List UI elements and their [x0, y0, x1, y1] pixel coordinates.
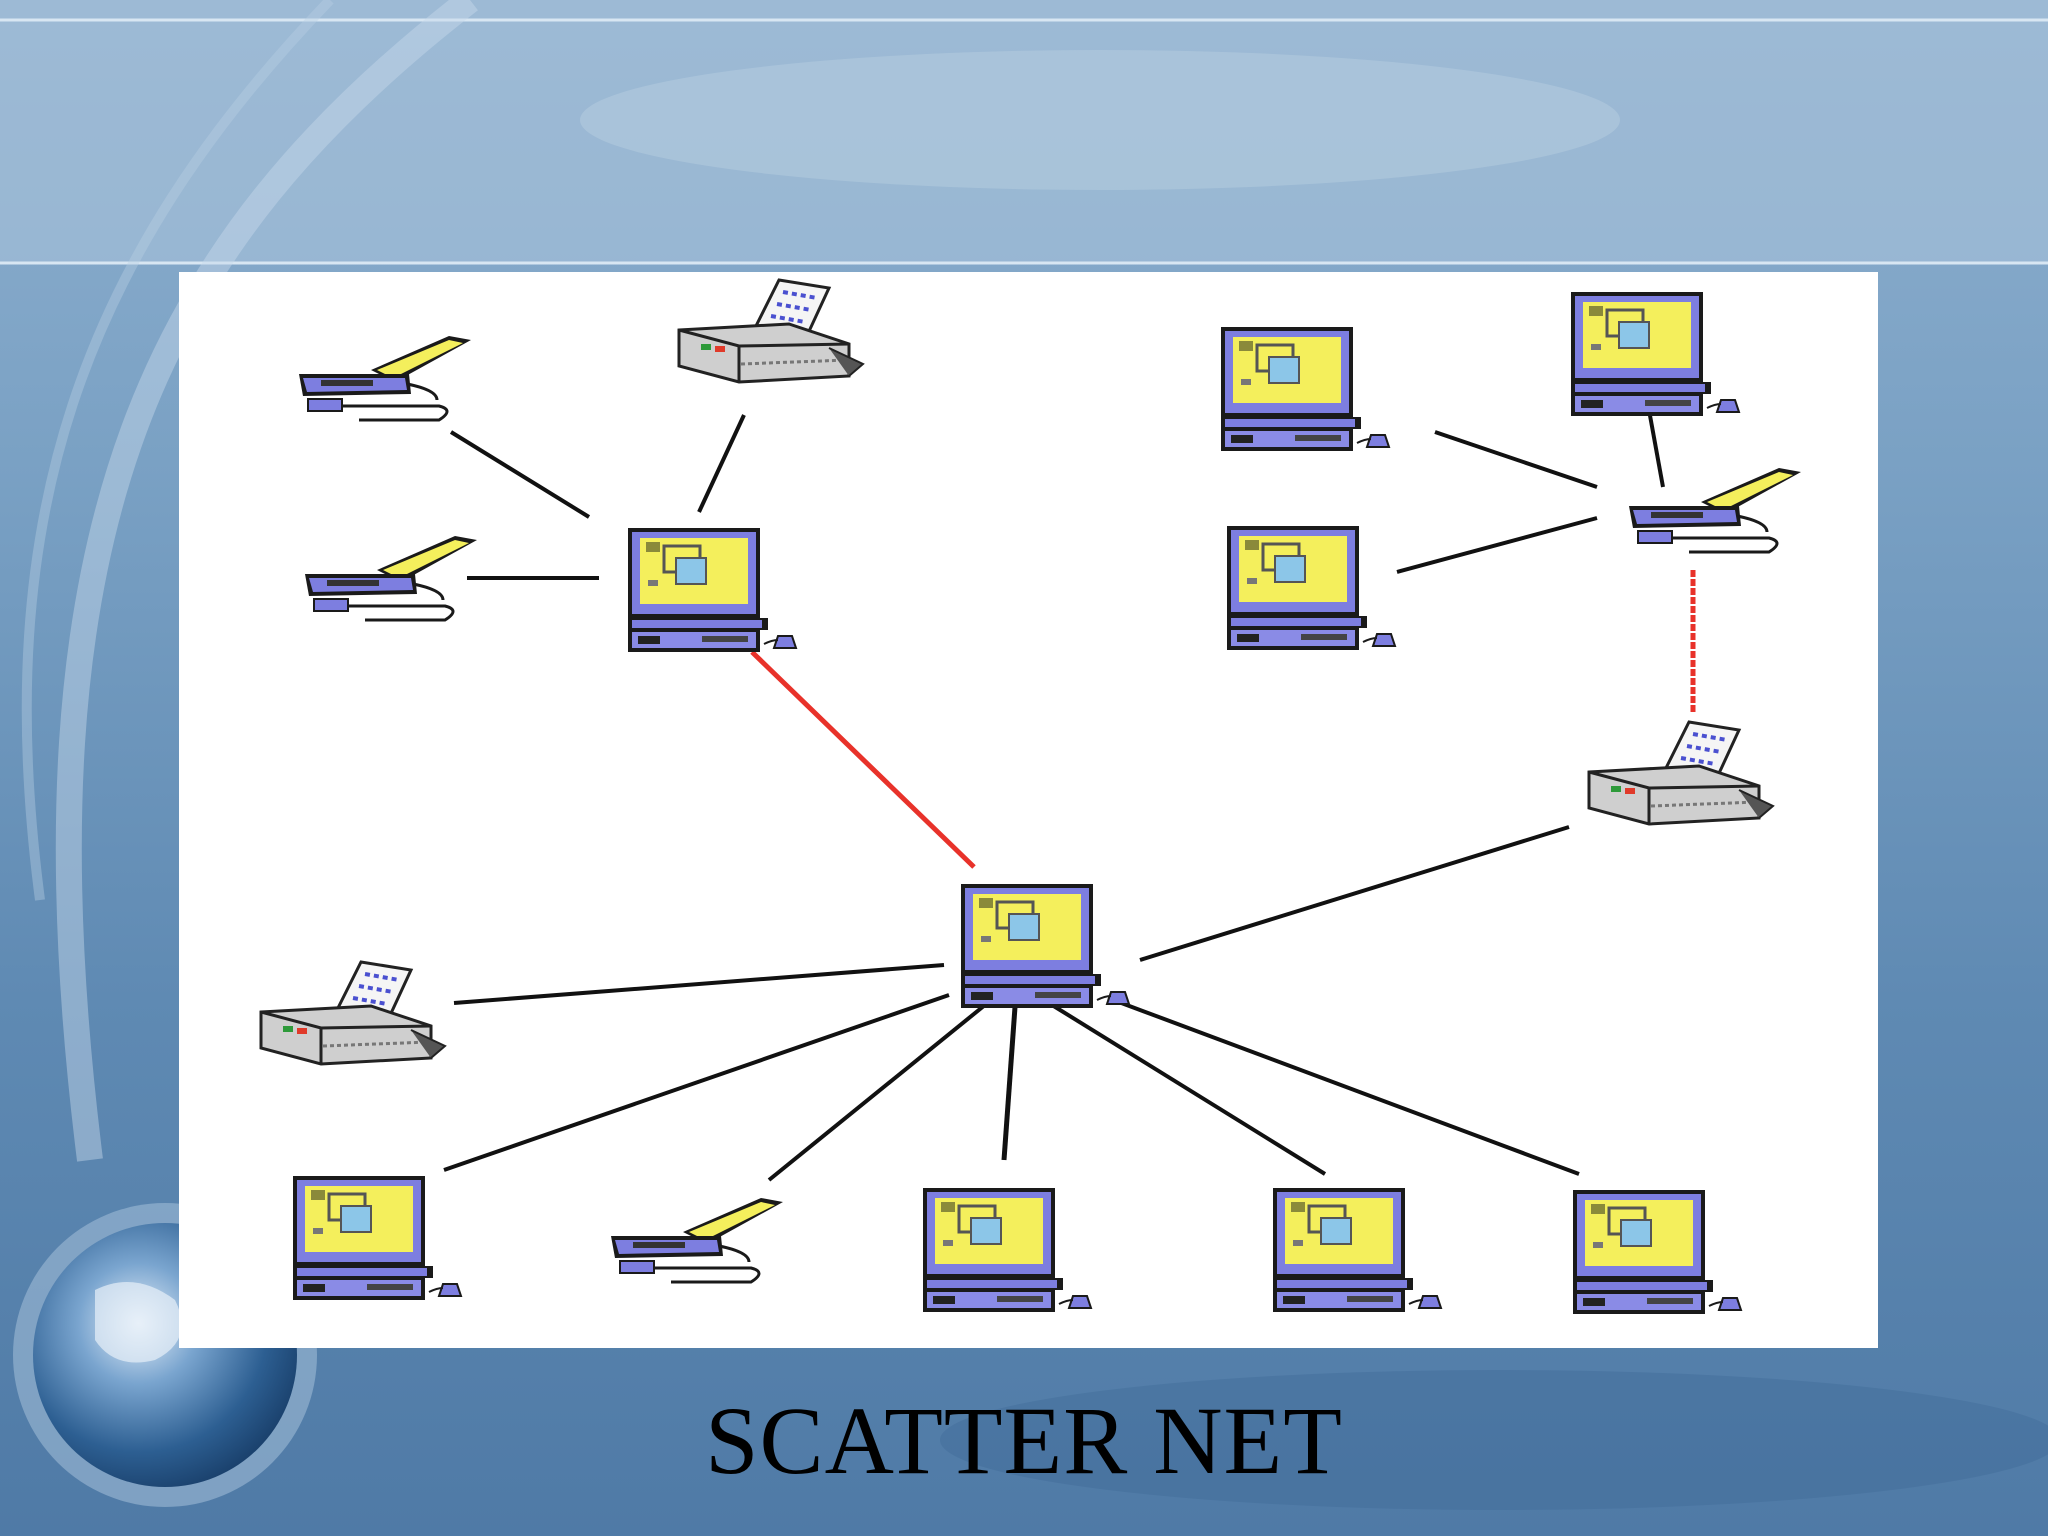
header-band — [0, 0, 2048, 262]
bottom-map-shape — [940, 1370, 2048, 1510]
swoosh-arc — [55, 0, 478, 1162]
world-map-shape — [580, 50, 1620, 190]
desktop-b3-icon — [1225, 524, 1397, 652]
desktop-c4-icon — [1571, 1188, 1743, 1316]
bridge-links — [750, 570, 1696, 869]
link-printer-c1-master-c — [453, 963, 945, 1005]
bridge-link-master-a-master-c — [750, 650, 976, 869]
master-a-desktop-icon — [626, 526, 798, 654]
desktop-c1-icon — [291, 1174, 463, 1302]
link-laptop-c1-master-c — [767, 1003, 987, 1182]
link-desktop-b1-master-b — [1434, 430, 1598, 489]
link-laptop-a1-master-a — [449, 430, 591, 519]
piconet-links — [443, 409, 1665, 1182]
link-printer-bridge-master-c — [1139, 825, 1570, 962]
globe-cloud — [95, 1282, 182, 1363]
desktop-b2-icon — [1569, 290, 1741, 418]
laptop-a1-icon — [297, 334, 473, 422]
printer-bridge-icon — [1587, 720, 1775, 826]
swoosh-arc-thin — [21, 0, 334, 901]
link-desktop-b2-master-b — [1647, 409, 1665, 488]
desktop-c3-icon — [1271, 1186, 1443, 1314]
printer-c1-icon — [259, 960, 447, 1066]
desktop-c2-icon — [921, 1186, 1093, 1314]
diagram-panel — [179, 272, 1878, 1348]
link-printer-a1-master-a — [697, 414, 746, 513]
printer-a1-icon — [677, 278, 865, 384]
link-desktop-c1-master-c — [443, 993, 950, 1172]
link-desktop-c3-master-c — [1050, 1003, 1327, 1176]
slide-title: SCATTER NET — [705, 1387, 1343, 1494]
laptop-c1-icon — [609, 1196, 785, 1284]
desktop-b1-icon — [1219, 325, 1391, 453]
master-b-laptop-icon — [1627, 466, 1803, 554]
master-c-desktop-icon — [959, 882, 1131, 1010]
link-desktop-c4-master-c — [1107, 996, 1580, 1176]
link-desktop-b3-master-b — [1396, 516, 1598, 574]
scatternet-diagram — [259, 278, 1803, 1316]
link-desktop-c2-master-c — [1001, 1006, 1018, 1161]
laptop-a2-icon — [303, 534, 479, 622]
